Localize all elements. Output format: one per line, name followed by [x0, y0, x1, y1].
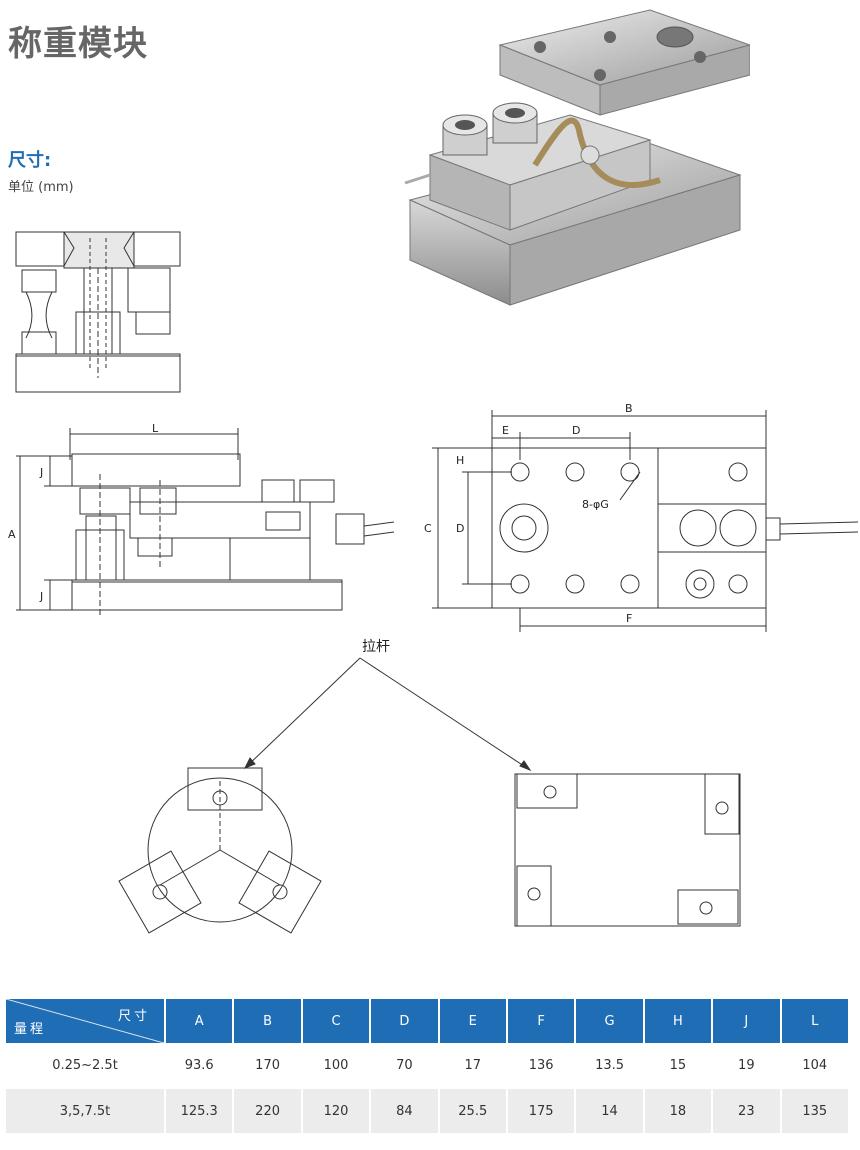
table-cell: 15 — [644, 1043, 714, 1087]
column-header: G — [576, 999, 645, 1043]
range-cell: 0.25~2.5t — [6, 1043, 166, 1087]
column-header: B — [234, 999, 303, 1043]
dimensions-heading: 尺寸: — [8, 150, 52, 171]
corner-header: 尺寸 量程 — [6, 999, 166, 1043]
table-cell: 220 — [234, 1089, 303, 1133]
column-header: E — [439, 999, 508, 1043]
installation-layouts — [118, 657, 741, 934]
table-row: 3,5,7.5t 125.3 220 120 84 25.5 175 14 18… — [6, 1089, 850, 1133]
table-cell: 125.3 — [166, 1089, 235, 1133]
table-cell: 18 — [644, 1089, 714, 1133]
table-cell: 14 — [576, 1089, 645, 1133]
label-J-bottom: J — [39, 590, 43, 603]
label-A: A — [8, 528, 16, 541]
product-photo — [404, 9, 750, 306]
label-G: 8-φG — [582, 498, 609, 511]
table-cell: 136 — [507, 1043, 577, 1087]
table-cell: 19 — [713, 1043, 782, 1087]
table-cell: 17 — [439, 1043, 508, 1087]
label-E: E — [502, 424, 509, 437]
side-view-drawing: L A J J — [8, 422, 395, 616]
column-header: C — [302, 999, 372, 1043]
corner-bottom-label: 量程 — [14, 1022, 47, 1037]
unit-note: 单位 (mm) — [8, 180, 74, 195]
page-title: 称重模块 — [8, 24, 148, 64]
label-H: H — [456, 454, 464, 467]
table-cell: 93.6 — [166, 1043, 235, 1087]
table-cell: 104 — [781, 1043, 850, 1087]
column-header: A — [166, 999, 235, 1043]
column-header: H — [644, 999, 714, 1043]
label-D-vertical: D — [456, 522, 464, 535]
front-view-drawing — [15, 231, 181, 393]
corner-top-label: 尺寸 — [117, 1009, 150, 1024]
label-L: L — [152, 422, 159, 435]
label-C: C — [424, 522, 432, 535]
table-cell: 170 — [234, 1043, 303, 1087]
table-cell: 25.5 — [439, 1089, 508, 1133]
label-J-top: J — [39, 466, 43, 479]
label-D: D — [572, 424, 580, 437]
label-B: B — [625, 402, 633, 415]
table-cell: 175 — [507, 1089, 577, 1133]
column-header: L — [781, 999, 850, 1043]
table-cell: 23 — [713, 1089, 782, 1133]
table-cell: 100 — [302, 1043, 372, 1087]
top-view-drawing: B E D H C D 8-φG F — [424, 402, 859, 632]
column-header: D — [371, 999, 440, 1043]
table-row: 0.25~2.5t 93.6 170 100 70 17 136 13.5 15… — [6, 1043, 850, 1087]
table-cell: 84 — [371, 1089, 440, 1133]
column-header: F — [507, 999, 577, 1043]
tie-rod-label: 拉杆 — [362, 639, 390, 655]
label-F: F — [626, 612, 632, 625]
range-cell: 3,5,7.5t — [6, 1089, 166, 1133]
table-cell: 13.5 — [576, 1043, 645, 1087]
column-header: J — [713, 999, 782, 1043]
table-cell: 120 — [302, 1089, 372, 1133]
table-cell: 135 — [781, 1089, 850, 1133]
table-cell: 70 — [371, 1043, 440, 1087]
spec-table: 尺寸 量程 A B C D E F G H J L 0.25~2.5t 93.6… — [6, 999, 850, 1133]
